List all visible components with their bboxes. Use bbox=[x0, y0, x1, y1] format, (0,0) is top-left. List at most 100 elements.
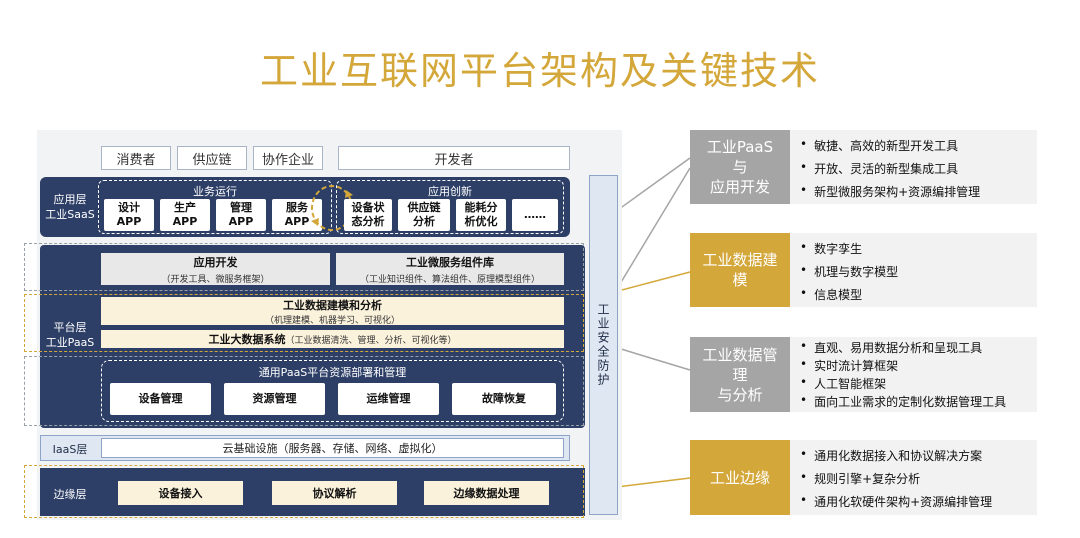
resource-mgmt: 资源管理 bbox=[224, 383, 325, 415]
chip-supply-chain: 供应链 bbox=[177, 146, 247, 170]
right-modeling-point-2: •机理与数字模型 bbox=[800, 263, 1029, 280]
right-modeling-point-2-text: 机理与数字模型 bbox=[814, 265, 899, 279]
app-device-status-l1: 设备状 bbox=[351, 201, 385, 214]
app-dev-outline bbox=[24, 243, 584, 291]
chip-partners: 协作企业 bbox=[253, 146, 323, 170]
app-service-l2: APP bbox=[284, 215, 310, 228]
right-data-mgmt-point-2-text: 实时流计算框架 bbox=[814, 359, 899, 373]
right-edge-point-3-text: 通用化软硬件架构+资源编排管理 bbox=[814, 495, 993, 509]
right-data-mgmt-point-1-text: 直观、易用数据分析和呈现工具 bbox=[814, 341, 983, 355]
ops-mgmt: 运维管理 bbox=[338, 383, 439, 415]
app-layer-label-1: 应用层 bbox=[53, 193, 87, 206]
app-supply-analysis: 供应链分析 bbox=[398, 199, 450, 231]
right-paas-list: • 敏捷、高效的新型开发工具 •开放、灵活的新型集成工具 • 新型微服务架构+资源编… bbox=[790, 130, 1037, 204]
right-modeling-point-1: • 数字孪生 bbox=[800, 240, 1029, 257]
edge-protocol-parse: 协议解析 bbox=[272, 481, 397, 505]
app-innovation-title: 应用创新 bbox=[428, 185, 472, 198]
edge-device-access: 设备接入 bbox=[118, 481, 243, 505]
security-label: 工业安全防护 bbox=[596, 303, 610, 387]
platform-layer-label: 平台层 工业PaaS bbox=[40, 320, 100, 350]
app-innovation-group bbox=[336, 180, 564, 234]
app-supply-analysis-l1: 供应链 bbox=[407, 201, 441, 214]
app-energy: 能耗分析优化 bbox=[456, 199, 506, 231]
modeling-box: 工业数据建模和分析 （机理建模、机器学习、可视化） bbox=[101, 297, 564, 326]
right-edge-box: 工业边缘 bbox=[690, 440, 790, 515]
fault-recovery: 故障恢复 bbox=[452, 383, 556, 415]
modeling-name: 工业数据建模和分析 bbox=[283, 298, 382, 312]
right-edge-point-1: •通用化数据接入和协议解决方案 bbox=[800, 447, 1029, 464]
microservice-box: 工业微服务组件库 （工业知识组件、算法组件、原理模型组件） bbox=[336, 253, 564, 285]
resource-title: 通用PaaS平台资源部署和管理 bbox=[258, 366, 407, 379]
iaas-content: 云基础设施（服务器、存储、网络、虚拟化） bbox=[101, 438, 564, 458]
app-energy-l2: 析优化 bbox=[464, 215, 498, 228]
right-edge-list: •通用化数据接入和协议解决方案 • 规则引擎+复杂分析 • 通用化软硬件架构+资源编… bbox=[790, 440, 1037, 515]
app-dev-name: 应用开发 bbox=[193, 255, 238, 269]
bullet-icon: • bbox=[800, 357, 808, 371]
app-design-l1: 设计 bbox=[118, 201, 140, 214]
right-modeling-point-3-text: 信息模型 bbox=[814, 288, 863, 302]
right-modeling-list: • 数字孪生 •机理与数字模型 • 信息模型 bbox=[790, 233, 1037, 307]
bullet-icon: • bbox=[800, 447, 808, 461]
edge-outline bbox=[24, 465, 584, 518]
right-paas-box: 工业PaaS 与 应用开发 bbox=[690, 130, 790, 204]
app-service-l1: 服务 bbox=[286, 201, 308, 214]
chip-developer: 开发者 bbox=[338, 146, 570, 170]
resource-group bbox=[101, 360, 564, 422]
right-data-mgmt-point-4: • 面向工业需求的定制化数据管理工具 bbox=[800, 393, 1029, 410]
right-edge-point-2: • 规则引擎+复杂分析 bbox=[800, 470, 1029, 487]
right-paas-point-3-text: 新型微服务架构+资源编排管理 bbox=[814, 185, 981, 199]
modeling-note: （机理建模、机器学习、可视化） bbox=[264, 315, 400, 326]
right-data-mgmt-list: • 直观、易用数据分析和呈现工具 • 实时流计算框架 •人工智能框架 • 面向工业需求… bbox=[790, 337, 1037, 412]
bullet-icon: • bbox=[800, 470, 808, 484]
right-modeling-box: 工业数据建 模 bbox=[690, 233, 790, 307]
right-paas-point-2-text: 开放、灵活的新型集成工具 bbox=[814, 162, 959, 176]
bullet-icon: • bbox=[800, 137, 808, 151]
edge-label: 边缘层 bbox=[53, 488, 87, 501]
app-production-l2: APP bbox=[172, 215, 198, 228]
app-dev-note: （开发工具、微服务框架） bbox=[161, 274, 270, 285]
bullet-icon: • bbox=[800, 183, 808, 197]
page-title: 工业互联网平台架构及关键技术 bbox=[259, 49, 820, 93]
app-dev-box: 应用开发 （开发工具、微服务框架） bbox=[101, 253, 330, 285]
platform-label-1: 平台层 bbox=[53, 321, 87, 334]
bullet-icon: • bbox=[800, 493, 808, 507]
right-paas-point-1: • 敏捷、高效的新型开发工具 bbox=[800, 137, 1029, 154]
bullet-icon: • bbox=[800, 339, 808, 353]
bullet-icon: • bbox=[800, 393, 808, 407]
right-data-mgmt-box: 工业数据管 理 与分析 bbox=[690, 337, 790, 412]
right-paas-point-2: •开放、灵活的新型集成工具 bbox=[800, 160, 1029, 177]
bigdata-name: 工业大数据系统 bbox=[208, 333, 286, 346]
right-modeling-point-3: • 信息模型 bbox=[800, 286, 1029, 303]
bullet-icon: • bbox=[800, 240, 808, 254]
app-design-l2: APP bbox=[116, 215, 142, 228]
right-edge-point-3: • 通用化软硬件架构+资源编排管理 bbox=[800, 493, 1029, 510]
device-mgmt: 设备管理 bbox=[110, 383, 211, 415]
app-layer-label-2: 工业SaaS bbox=[45, 208, 95, 221]
bullet-icon: • bbox=[800, 286, 808, 300]
platform-label-2: 工业PaaS bbox=[45, 336, 95, 349]
microservice-name: 工业微服务组件库 bbox=[406, 255, 494, 269]
chip-consumer: 消费者 bbox=[101, 146, 171, 170]
right-modeling-point-1-text: 数字孪生 bbox=[814, 242, 863, 256]
right-paas-point-3: • 新型微服务架构+资源编排管理 bbox=[800, 183, 1029, 200]
right-edge-point-2-text: 规则引擎+复杂分析 bbox=[814, 472, 921, 486]
app-device-status: 设备状态分析 bbox=[344, 199, 392, 231]
edge-data-processing: 边缘数据处理 bbox=[424, 481, 549, 505]
biz-run-group bbox=[98, 180, 332, 234]
resource-outline bbox=[24, 356, 584, 426]
app-energy-l1: 能耗分 bbox=[464, 201, 498, 214]
right-data-mgmt-point-2: • 实时流计算框架 bbox=[800, 357, 1029, 374]
right-data-mgmt-point-1: • 直观、易用数据分析和呈现工具 bbox=[800, 339, 1029, 356]
modeling-outline bbox=[24, 294, 584, 352]
bigdata-box: 工业大数据系统 （工业数据清洗、管理、分析、可视化等） bbox=[101, 330, 564, 348]
right-data-mgmt-point-3: •人工智能框架 bbox=[800, 375, 1029, 392]
right-data-mgmt-point-4-text: 面向工业需求的定制化数据管理工具 bbox=[814, 395, 1007, 409]
app-production-l1: 生产 bbox=[174, 201, 196, 214]
bigdata-note: （工业数据清洗、管理、分析、可视化等） bbox=[285, 335, 457, 346]
biz-run-title: 业务运行 bbox=[193, 185, 237, 198]
app-supply-analysis-l2: 分析 bbox=[413, 215, 435, 228]
right-paas-point-1-text: 敏捷、高效的新型开发工具 bbox=[814, 139, 959, 153]
